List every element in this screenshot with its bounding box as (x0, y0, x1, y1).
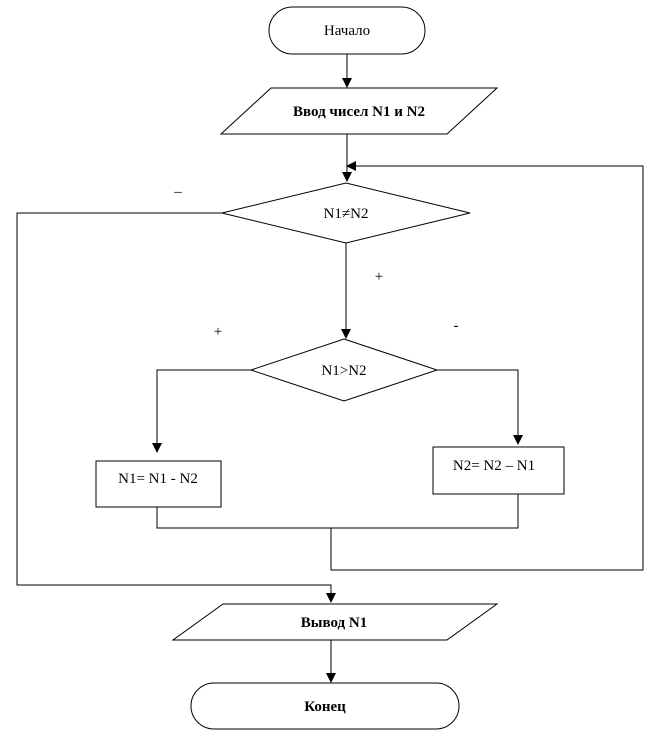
input-label: Ввод чисел N1 и N2 (293, 104, 425, 120)
branch-label-gt-yes: + (214, 324, 222, 340)
branch-label-ne-yes: + (375, 269, 383, 285)
branch-label-gt-no: - (454, 318, 459, 334)
start-terminator: Начало (268, 6, 426, 55)
arrow-to-left-process (152, 369, 251, 453)
end-label: Конец (304, 699, 346, 715)
decision-not-equal: N1≠N2 (221, 182, 471, 244)
decision-not-equal-label: N1≠N2 (324, 206, 369, 222)
process-right-label: N2= N2 – N1 (453, 458, 535, 474)
process-right: N2= N2 – N1 (432, 446, 565, 495)
arrow-exit-loop (16, 212, 336, 603)
end-terminator: Конец (190, 682, 460, 730)
output-parallelogram: Вывод N1 (171, 603, 499, 641)
merge-connector (156, 494, 519, 529)
process-left-label: N1= N1 - N2 (118, 471, 198, 487)
decision-greater-label: N1>N2 (321, 363, 366, 379)
input-parallelogram: Ввод чисел N1 и N2 (219, 87, 499, 135)
loop-back-connector (330, 161, 644, 571)
branch-label-ne-no: – (173, 184, 182, 200)
arrow-to-right-process (437, 369, 523, 445)
decision-greater: N1>N2 (249, 338, 439, 402)
process-left: N1= N1 - N2 (95, 460, 222, 508)
output-label: Вывод N1 (301, 615, 367, 631)
start-label: Начало (324, 23, 370, 39)
